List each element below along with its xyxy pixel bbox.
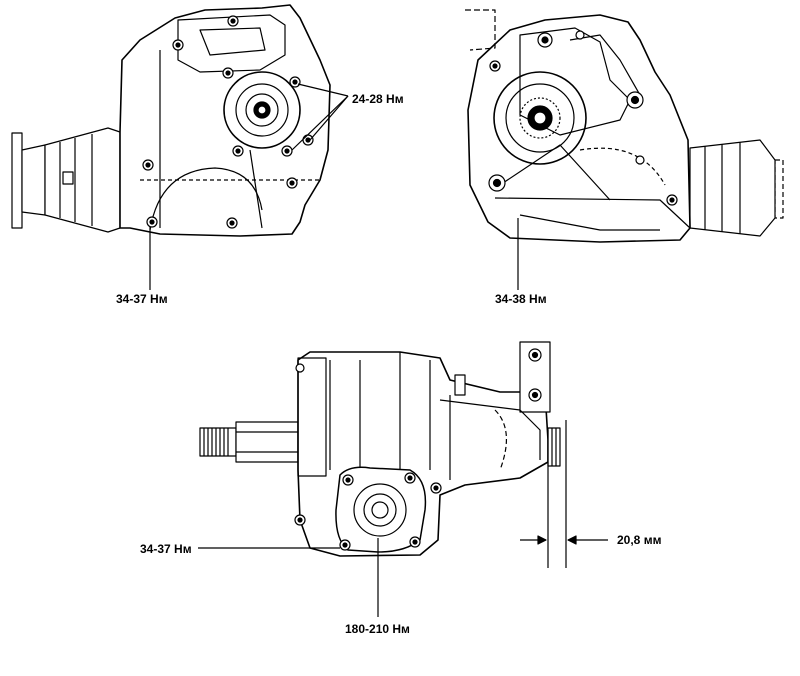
torque-label-left-housing: 34-37 Нм [116,292,168,306]
dimension-label-offset: 20,8 мм [617,533,662,547]
torque-label-upper-bolts: 24-28 Нм [352,92,404,106]
transfer-case-right-view [465,9,784,290]
torque-label-flange-nut: 180-210 Нм [345,622,410,636]
transfer-case-left-view [11,4,349,290]
transfer-case-bottom-view [198,341,608,617]
torque-label-cover-bolts: 34-37 Нм [140,542,192,556]
torque-label-right-housing: 34-38 Нм [495,292,547,306]
